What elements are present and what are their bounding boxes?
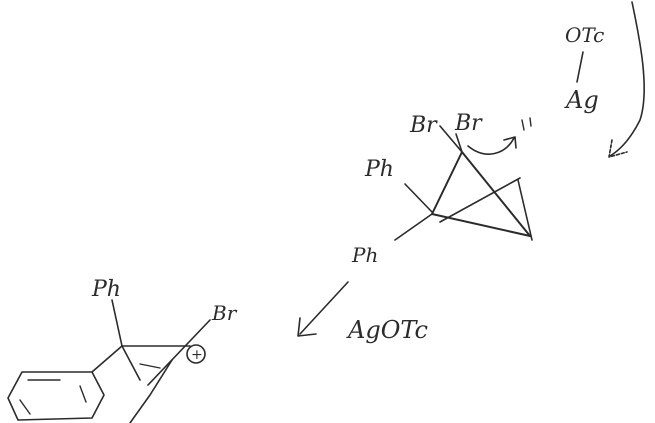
positive-charge-circle bbox=[186, 344, 206, 364]
benzene-c-bond bbox=[91, 345, 123, 373]
c-br-bond-right bbox=[455, 133, 463, 153]
ag-otc-bond bbox=[576, 51, 584, 83]
dotted-marks bbox=[521, 117, 532, 131]
c-ph-bond-bottom bbox=[394, 213, 433, 241]
c-ph-bond-top bbox=[404, 183, 433, 213]
br-left-label: Br bbox=[409, 113, 438, 138]
reaction-arrow-head bbox=[297, 317, 317, 337]
otc-label: OTc bbox=[565, 23, 604, 47]
br-product-label: Br bbox=[211, 301, 238, 325]
ph-top-label: Ph bbox=[364, 157, 394, 182]
product-c-br-bond bbox=[147, 319, 211, 386]
product-c-ph-bond bbox=[111, 299, 123, 347]
ph-bottom-label: Ph bbox=[91, 277, 121, 302]
reaction-arrow bbox=[299, 281, 349, 335]
product-ring-stroke bbox=[121, 345, 173, 423]
ph-mid-label: Ph bbox=[351, 243, 378, 267]
electron-arrow-head bbox=[503, 136, 517, 149]
curved-arrow-top-head bbox=[608, 139, 628, 158]
ring-side-stroke bbox=[517, 179, 533, 241]
c-br-bond-left bbox=[439, 125, 463, 153]
cyclopropane-ring bbox=[431, 151, 531, 237]
curved-arrow-top bbox=[609, 1, 645, 157]
agotc-label: AgOTc bbox=[346, 316, 428, 344]
benzene-inner-bonds bbox=[19, 379, 87, 415]
ag-label: Ag bbox=[564, 86, 599, 114]
electron-arrow bbox=[467, 137, 515, 155]
plus-charge-label: + bbox=[191, 347, 203, 363]
br-right-label: Br bbox=[454, 111, 483, 136]
ring-double-bond bbox=[439, 177, 521, 223]
product-small-mark bbox=[139, 363, 161, 369]
benzene-ring bbox=[7, 371, 105, 421]
